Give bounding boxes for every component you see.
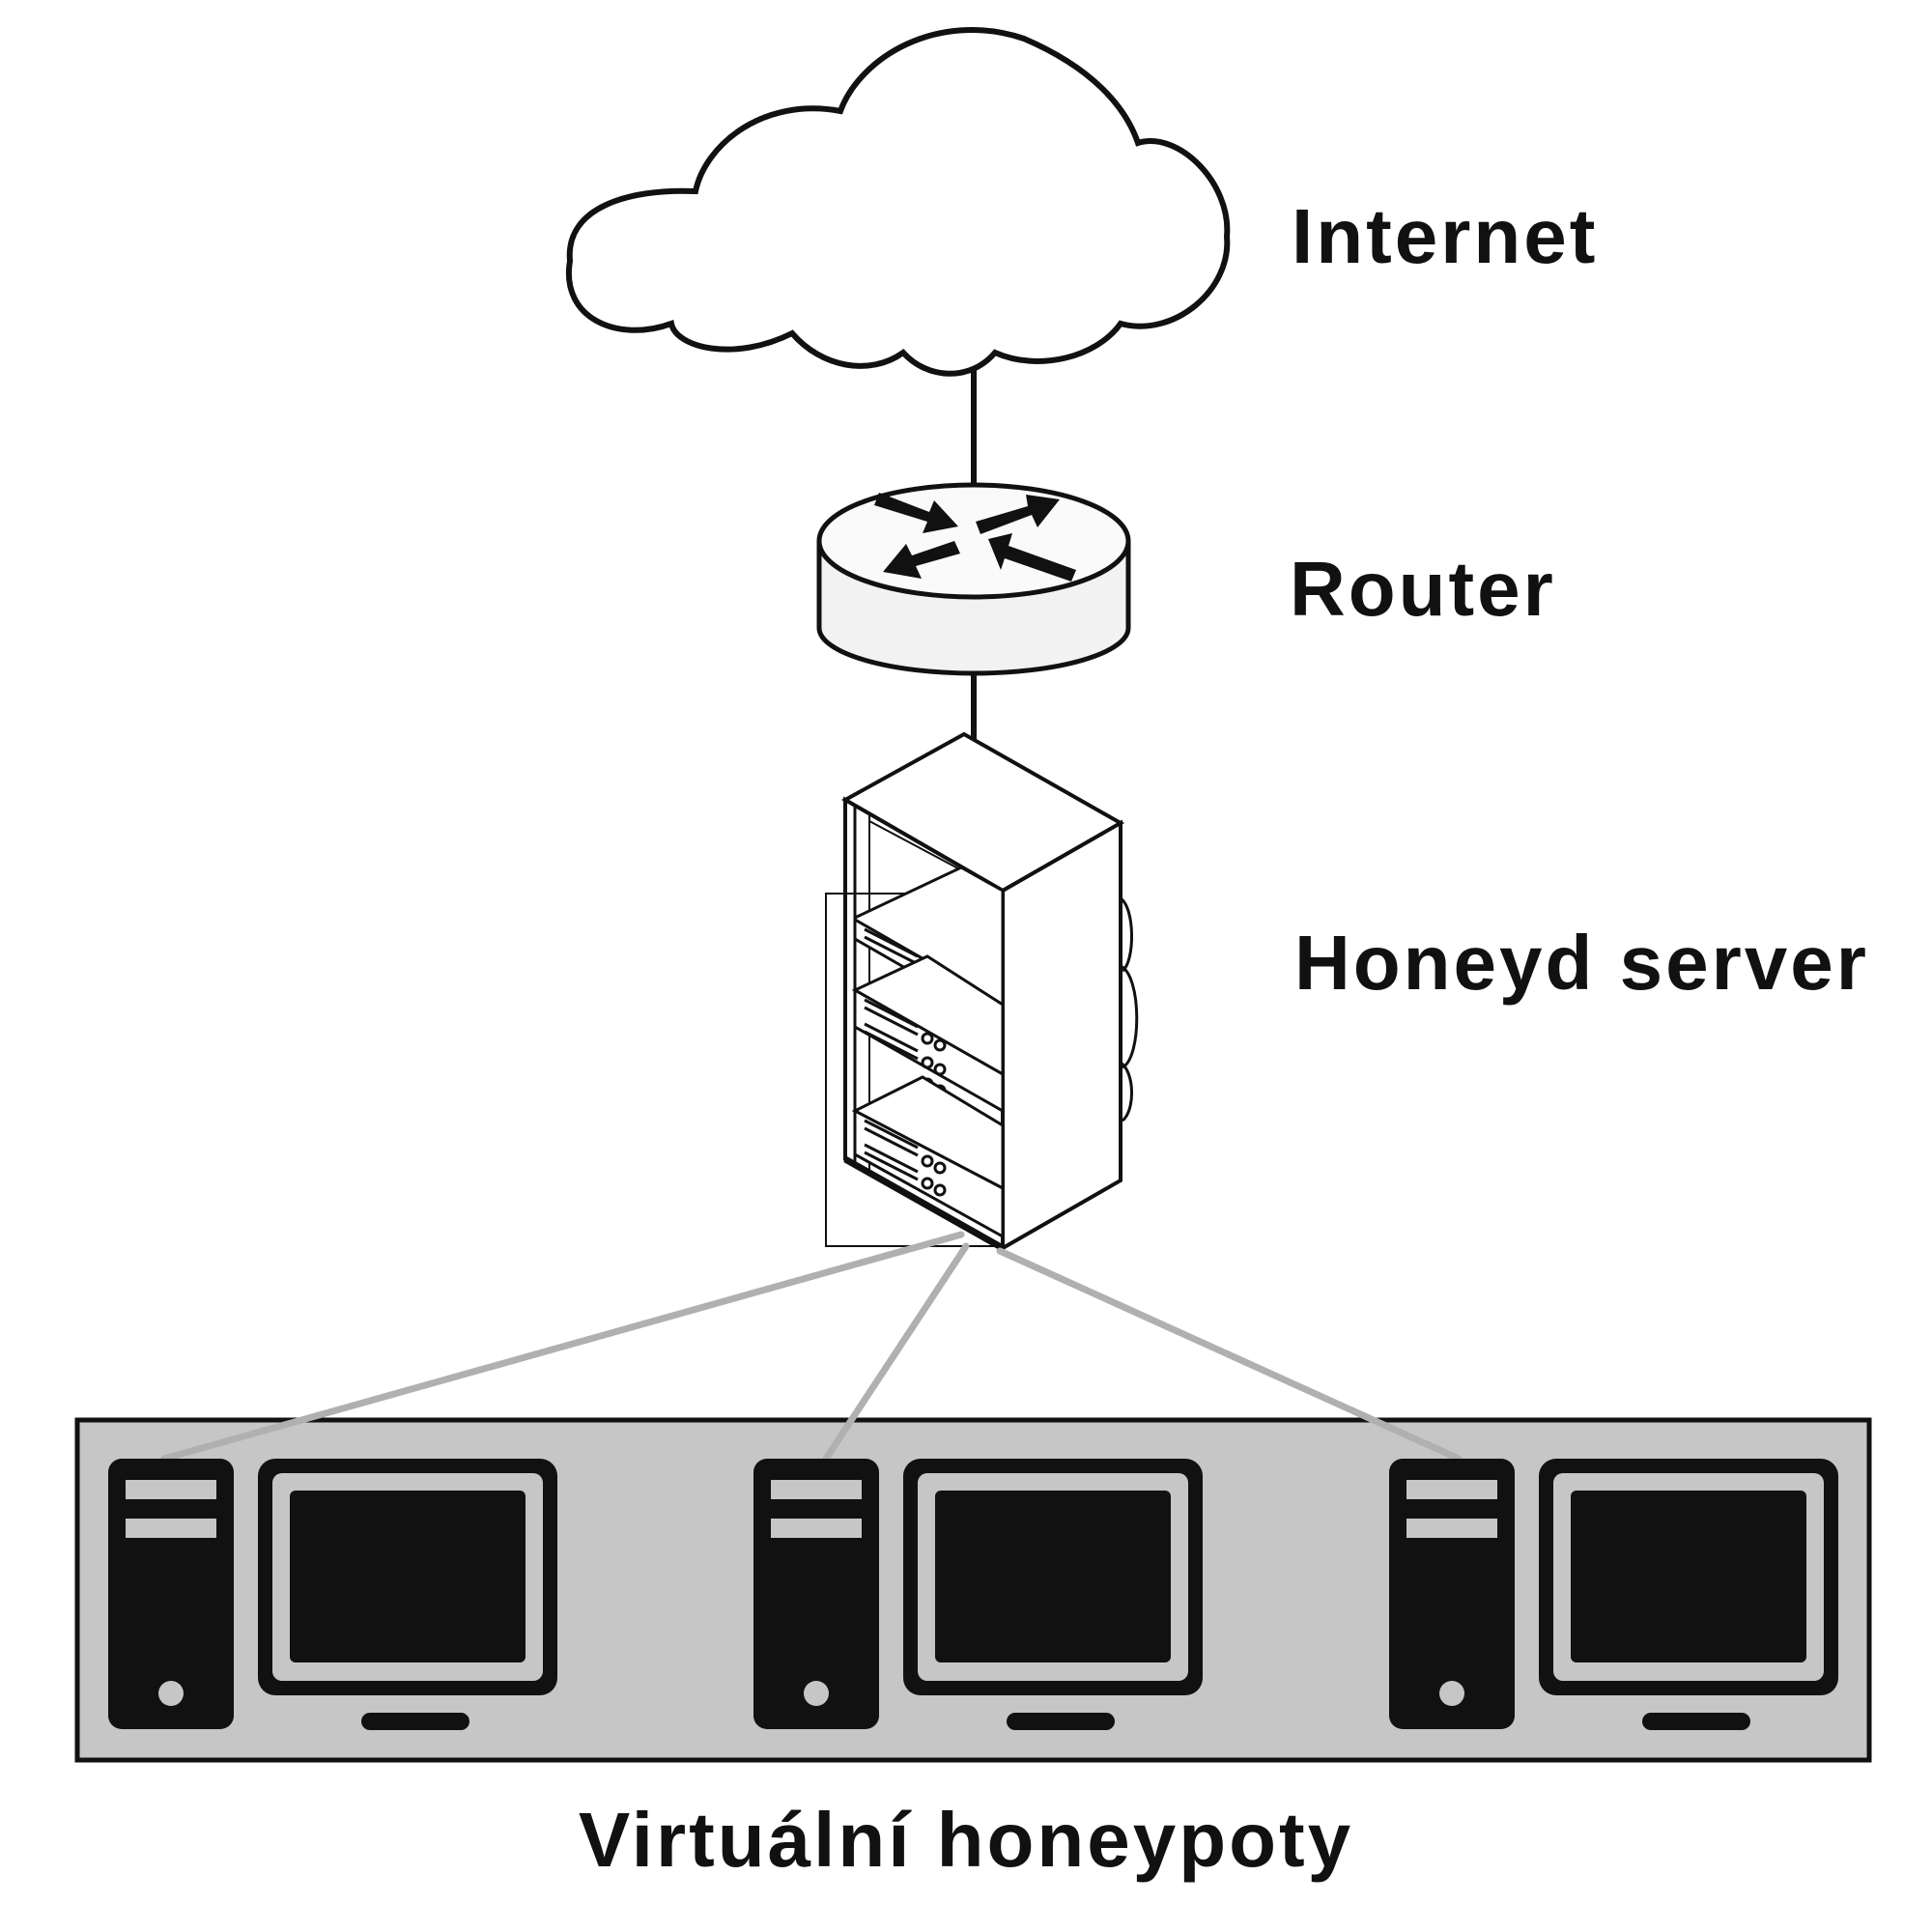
virtual-honeypots-label: Virtuální honeypoty xyxy=(578,1797,1354,1883)
internet-label: Internet xyxy=(1292,193,1599,279)
server-rack-icon xyxy=(825,731,1139,1252)
computer-icon xyxy=(753,1459,1203,1730)
router-label: Router xyxy=(1290,546,1556,632)
computer-icon xyxy=(108,1459,557,1730)
computer-icon xyxy=(1389,1459,1838,1730)
honeypot-links xyxy=(160,1231,1463,1463)
router-icon xyxy=(816,482,1131,676)
honeyd-server-label: Honeyd server xyxy=(1294,920,1869,1006)
cloud-icon xyxy=(565,27,1231,377)
